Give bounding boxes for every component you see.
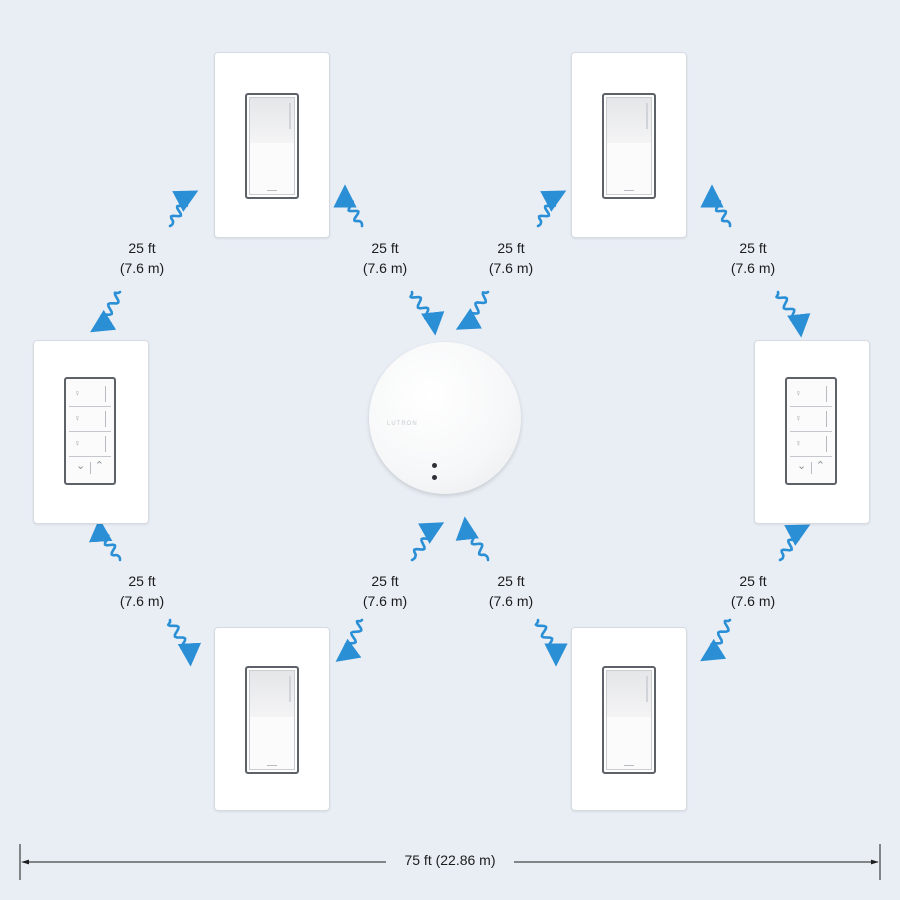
- overall-dimension-label: 75 ft (22.86 m): [386, 852, 514, 868]
- wireless-signal-arrow: [700, 184, 732, 228]
- hub-led-bottom: [432, 475, 437, 480]
- rocker-paddle: [602, 93, 656, 199]
- keypad-buttons: ♀ ♀ ♀ ⌄⌃: [64, 377, 116, 485]
- smart-bridge-hub: LUTRON: [369, 342, 521, 494]
- distance-label: 25 ft(7.6 m): [119, 573, 165, 609]
- wireless-signal-arrow: [90, 290, 122, 333]
- wireless-signal-arrow: [89, 518, 122, 562]
- keypad-right: ♀ ♀ ♀ ⌄⌃: [754, 340, 870, 524]
- wireless-signal-arrow: [775, 290, 811, 338]
- wireless-signal-arrow: [166, 618, 202, 667]
- distance-label: 25 ft(7.6 m): [730, 573, 776, 609]
- hub-brand-text: LUTRON: [387, 421, 418, 427]
- distance-label: 25 ft(7.6 m): [488, 573, 534, 609]
- wireless-signal-arrow: [455, 516, 490, 562]
- rocker-paddle: [245, 93, 299, 199]
- distance-label: 25 ft(7.6 m): [488, 240, 534, 276]
- distance-label: 25 ft(7.6 m): [362, 240, 408, 276]
- wireless-signal-arrow: [333, 184, 364, 228]
- hub-led-top: [432, 463, 437, 468]
- keypad-left: ♀ ♀ ♀ ⌄⌃: [33, 340, 149, 524]
- dimmer-switch-bottom-left: [214, 627, 330, 811]
- wireless-signal-arrows: [89, 184, 811, 667]
- rocker-paddle: [602, 666, 656, 774]
- keypad-buttons: ♀ ♀ ♀ ⌄⌃: [785, 377, 837, 485]
- distance-label: 25 ft(7.6 m): [730, 240, 776, 276]
- wireless-signal-arrow: [410, 522, 445, 562]
- distance-label: 25 ft(7.6 m): [119, 240, 165, 276]
- wireless-signal-arrow: [409, 290, 445, 336]
- rocker-paddle: [245, 666, 299, 774]
- wireless-signal-arrow: [455, 290, 490, 330]
- wireless-signal-arrow: [536, 190, 567, 228]
- distance-label: 25 ft(7.6 m): [362, 573, 408, 609]
- wireless-signal-arrow: [700, 618, 732, 662]
- dimmer-switch-bottom-right: [571, 627, 687, 811]
- wireless-signal-arrow: [778, 524, 811, 562]
- wireless-signal-arrow: [168, 190, 199, 228]
- dimmer-switch-top-left: [214, 52, 330, 238]
- wireless-signal-arrow: [335, 618, 364, 662]
- dimmer-switch-top-right: [571, 52, 687, 238]
- wireless-signal-arrow: [534, 618, 568, 667]
